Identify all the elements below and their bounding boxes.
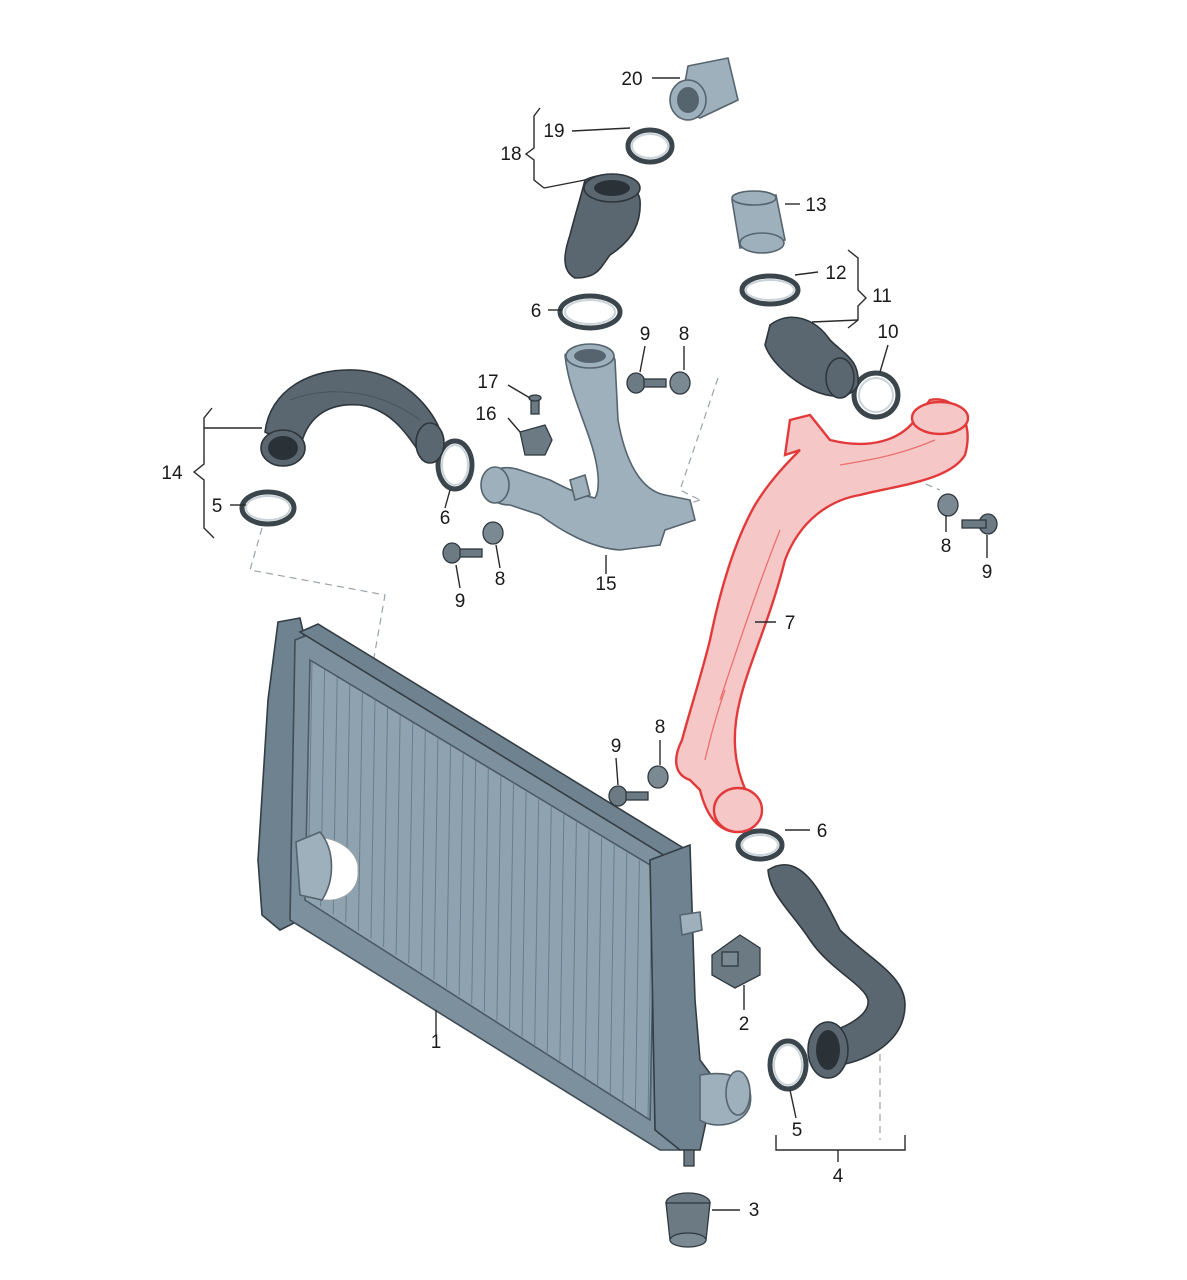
pipe-part-20 xyxy=(669,57,739,121)
cooler-fin xyxy=(546,806,552,1053)
cooler-fin xyxy=(370,700,376,939)
nut-part-8a xyxy=(669,371,691,395)
cooler-fin xyxy=(584,829,590,1078)
cooler-fin xyxy=(483,768,489,1013)
callout-12: 12 xyxy=(825,263,846,284)
hose-part-14 xyxy=(260,369,445,467)
cooler-fin xyxy=(357,692,363,931)
cooler-fin xyxy=(622,852,628,1102)
callout-6a: 6 xyxy=(531,301,542,322)
callout-3: 3 xyxy=(749,1200,760,1221)
leader-lines xyxy=(192,77,988,1211)
nut-part-8d xyxy=(647,765,669,789)
hose-clamp-part-19 xyxy=(625,127,675,165)
callout-1: 1 xyxy=(431,1032,442,1053)
cooler-fin xyxy=(471,761,477,1004)
callout-8a: 8 xyxy=(679,324,690,345)
hose-part-18 xyxy=(564,173,641,279)
hose-clamp-part-10 xyxy=(851,370,901,420)
callout-6c: 6 xyxy=(817,821,828,842)
cooler-fin xyxy=(634,860,640,1110)
screw-part-17 xyxy=(528,394,542,415)
cooler-fin xyxy=(383,707,389,947)
callout-6b: 6 xyxy=(440,508,451,529)
bolt-part-9c xyxy=(961,513,998,535)
bolt-part-9a xyxy=(626,372,667,394)
cooler-fin xyxy=(597,837,603,1086)
cooler-fin xyxy=(496,776,502,1021)
callout-13: 13 xyxy=(805,195,826,216)
callout-9c: 9 xyxy=(982,562,993,583)
callout-16: 16 xyxy=(475,404,496,425)
cooler-fin xyxy=(408,723,414,964)
callout-4: 4 xyxy=(833,1166,844,1187)
cooler-fin xyxy=(559,814,565,1061)
lower-hose-part-4 xyxy=(767,863,906,1079)
cooler-fin xyxy=(508,784,514,1029)
hose-clamp-part-6a xyxy=(557,293,623,331)
callout-8d: 8 xyxy=(655,717,666,738)
callout-18: 18 xyxy=(500,144,521,165)
cooler-fin xyxy=(534,799,540,1045)
callout-11: 11 xyxy=(872,286,892,307)
callout-labels: 1 2 3 4 5 5 6 6 6 7 8 8 8 8 9 9 9 9 10 1… xyxy=(161,69,992,1221)
callout-9b: 9 xyxy=(455,591,466,612)
callout-19: 19 xyxy=(543,121,564,142)
hose-clamp-part-5b xyxy=(767,1038,809,1092)
callout-15: 15 xyxy=(595,574,616,595)
bolt-part-9b xyxy=(442,542,483,564)
cooler-fin xyxy=(433,738,439,980)
cooler-fin xyxy=(609,845,615,1094)
callout-9d: 9 xyxy=(611,736,622,757)
sensor-part-16 xyxy=(519,424,553,456)
sensor-part-2 xyxy=(711,934,761,989)
hose-clamp-part-12 xyxy=(739,273,801,307)
callout-9a: 9 xyxy=(640,324,651,345)
nut-part-8b xyxy=(482,521,504,545)
callout-17: 17 xyxy=(477,372,498,393)
charge-air-pipe-part-7 xyxy=(674,398,970,834)
pipe-stub-part-13 xyxy=(731,190,786,254)
callout-20: 20 xyxy=(621,69,642,90)
cooler-fin xyxy=(458,753,464,996)
intercooler-part-1 xyxy=(257,617,752,1167)
callout-5b: 5 xyxy=(792,1120,803,1141)
hose-clamp-part-6c xyxy=(735,828,785,862)
callout-10: 10 xyxy=(877,322,898,343)
callout-5a: 5 xyxy=(212,496,223,517)
drain-plug-part-3 xyxy=(665,1192,711,1248)
cooler-fin xyxy=(571,822,577,1070)
cooler-fin xyxy=(521,791,527,1037)
hose-part-11 xyxy=(764,316,859,399)
cooler-fin xyxy=(395,715,401,956)
cooler-fin xyxy=(446,745,452,988)
charge-pipe-part-15 xyxy=(480,343,696,551)
nut-part-8c xyxy=(937,493,959,517)
callout-8c: 8 xyxy=(941,536,952,557)
callout-8b: 8 xyxy=(495,569,506,590)
callout-7: 7 xyxy=(785,613,796,634)
bolt-part-9d xyxy=(608,785,649,807)
cooler-fin xyxy=(420,730,426,972)
callout-14: 14 xyxy=(161,463,183,484)
callout-2: 2 xyxy=(739,1014,750,1035)
hose-clamp-part-6b xyxy=(435,438,475,492)
hose-clamp-part-5a xyxy=(239,489,297,527)
